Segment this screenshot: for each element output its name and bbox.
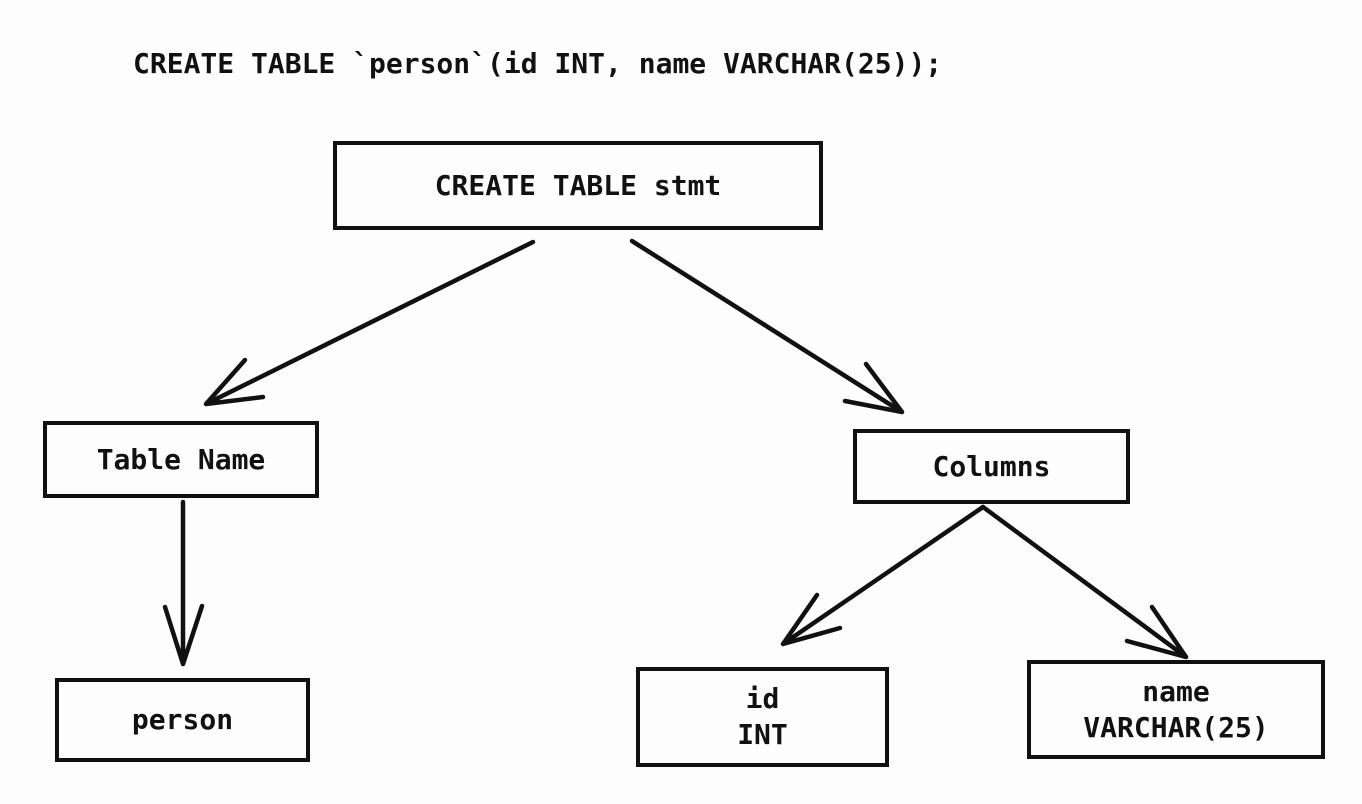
node-create-table-stmt-label: CREATE TABLE stmt <box>434 168 722 202</box>
node-id-column-type-line: INT <box>737 718 788 751</box>
node-create-table-stmt: CREATE TABLE stmt <box>333 141 823 230</box>
edge-stmt-to-columns <box>629 238 905 415</box>
sql-statement-text: CREATE TABLE `person`(id INT, name VARCH… <box>133 47 943 80</box>
node-id-column: id INT <box>636 667 889 767</box>
edge-columns-to-name-column <box>980 504 1189 660</box>
node-table-name-label: Table Name <box>96 442 266 476</box>
edge-columns-to-id-column <box>780 504 986 647</box>
edge-stmt-to-table-name <box>203 239 536 407</box>
node-name-column-label: name VARCHAR(25) <box>1083 674 1268 746</box>
node-columns-label: Columns <box>932 449 1051 483</box>
node-person-label: person <box>131 703 234 737</box>
node-id-column-label: id INT <box>737 681 788 753</box>
edge-table-name-to-person <box>162 499 205 667</box>
node-person: person <box>55 678 310 762</box>
node-name-column: name VARCHAR(25) <box>1027 660 1325 759</box>
node-name-column-name-line: name <box>1142 674 1210 708</box>
node-table-name: Table Name <box>43 421 319 498</box>
node-columns: Columns <box>853 429 1130 504</box>
node-id-column-name-line: id <box>745 682 780 716</box>
node-name-column-type-line: VARCHAR(25) <box>1083 710 1269 744</box>
